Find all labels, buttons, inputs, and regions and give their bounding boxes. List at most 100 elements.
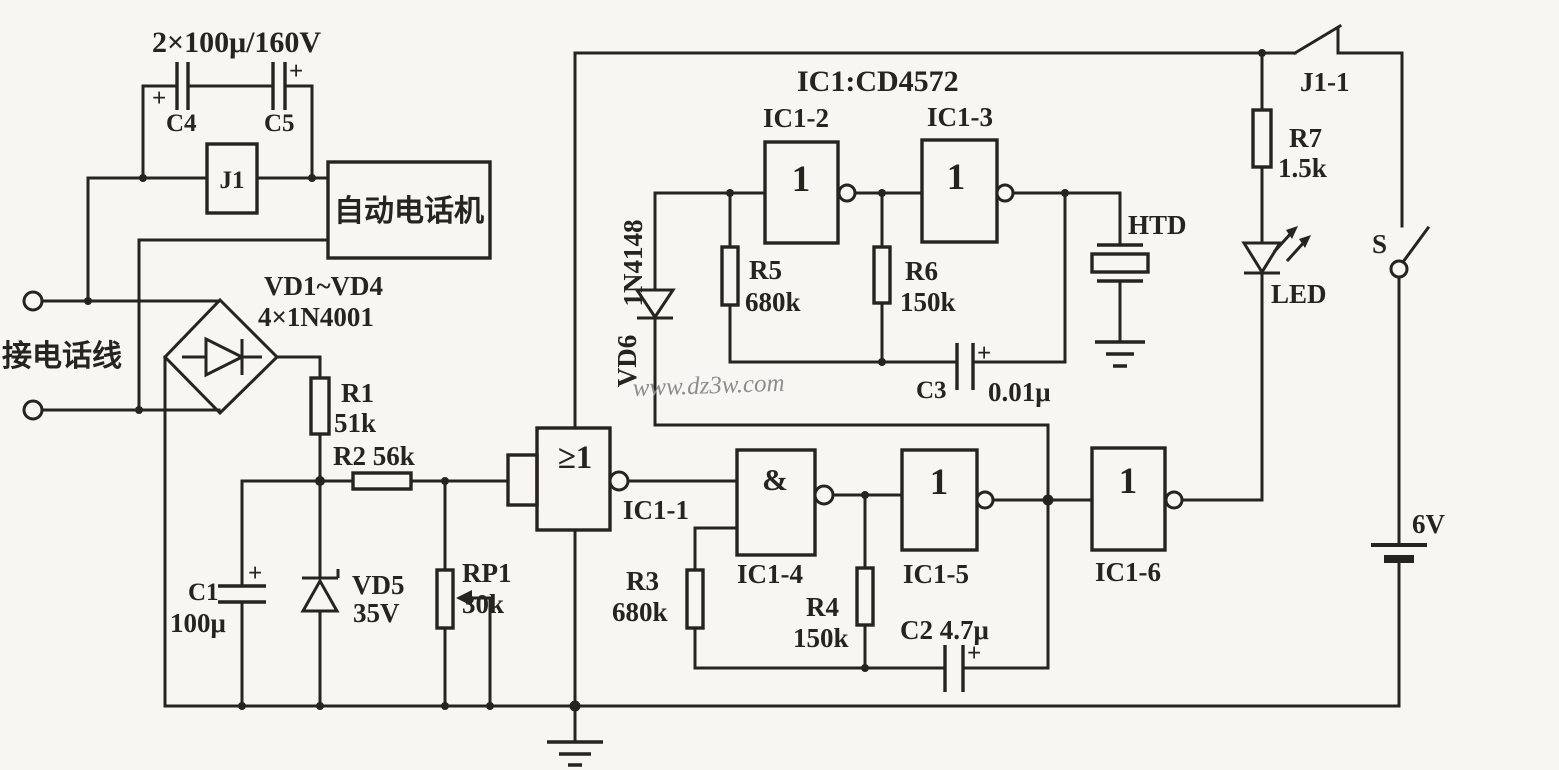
- label-r7-value: 1.5k: [1278, 153, 1327, 183]
- resistor-r3: [685, 568, 705, 630]
- label-r3-value: 680k: [612, 597, 668, 627]
- wire-cap-bank: [86, 84, 330, 412]
- label-vd6-type: 1N4148: [618, 220, 648, 307]
- telephone-box: [326, 160, 492, 260]
- c4-plates: [175, 62, 190, 110]
- zener-vd5: [300, 569, 340, 613]
- label-r5: R5: [749, 255, 782, 285]
- bridge-diode-triangle: [204, 336, 246, 378]
- wires-telephone-input: [40, 84, 330, 412]
- c1-plus-sign: +: [248, 560, 262, 587]
- resistor-r4: [855, 566, 875, 627]
- bridge-diode-lines: [182, 339, 262, 375]
- label-c2: C2 4.7μ: [900, 615, 989, 645]
- ic1-6-output-bubble: [1164, 490, 1184, 510]
- label-r1: R1: [341, 378, 374, 408]
- c5-plates: [271, 62, 287, 110]
- label-bridge-type: 4×1N4001: [258, 302, 374, 332]
- led-arrowhead-2: [1299, 235, 1311, 248]
- label-r6: R6: [905, 256, 938, 286]
- ic1-1-output-bubble: [608, 470, 630, 492]
- c4-plus-sign: +: [152, 85, 166, 112]
- c5-plus-sign: +: [289, 58, 303, 85]
- label-telephone-box: 自动电话机: [334, 195, 484, 228]
- resistor-r2: [351, 471, 413, 491]
- resistor-r7: [1251, 108, 1273, 169]
- vd5-triangle: [300, 577, 340, 613]
- wire-line-terminals: [40, 299, 222, 412]
- label-r6-value: 150k: [900, 287, 956, 317]
- label-battery: 6V: [1412, 509, 1446, 539]
- wires-supply-loop: [163, 51, 1404, 708]
- bridge-diamond: [162, 297, 280, 416]
- label-r5-value: 680k: [745, 287, 801, 317]
- label-r7: R7: [1289, 123, 1322, 153]
- relay-contact-j1-1: [1292, 23, 1343, 56]
- label-c5: C5: [264, 110, 295, 137]
- label-ic1-title: IC1:CD4572: [797, 65, 959, 98]
- capacitor-c4: [175, 62, 190, 110]
- j1-1-lever: [1292, 23, 1343, 56]
- gate-ic1-1: [506, 426, 630, 532]
- label-vd6: VD6: [612, 335, 642, 388]
- ic1-4-output-bubble: [813, 484, 835, 506]
- ic1-2-output-bubble: [837, 183, 857, 203]
- watermark-text: www.dz3w.com: [632, 370, 785, 402]
- ic1-6-gate-symbol: 1: [1119, 461, 1138, 502]
- htd-buzzer: [1090, 243, 1150, 368]
- relay-coil-box: [205, 142, 259, 215]
- c3-plus-sign: +: [977, 340, 991, 367]
- potentiometer-rp1: [435, 568, 455, 630]
- label-r4: R4: [806, 592, 839, 622]
- label-ic1-3: IC1-3: [927, 102, 993, 132]
- label-vd5-value: 35V: [353, 598, 400, 628]
- label-j1: J1: [220, 167, 245, 194]
- ic1-3-output-bubble: [995, 183, 1015, 203]
- label-htd: HTD: [1128, 210, 1187, 240]
- s-terminal: [1389, 259, 1409, 279]
- ic1-2-gate-symbol: 1: [792, 159, 811, 200]
- capacitor-c1-plates: [218, 584, 266, 604]
- label-c3-value: 0.01μ: [988, 377, 1051, 407]
- label-vd5: VD5: [352, 570, 405, 600]
- label-r4-value: 150k: [793, 623, 849, 653]
- label-c1: C1: [188, 579, 219, 606]
- c2-plus-sign: +: [967, 640, 981, 667]
- switch-s: [1389, 225, 1431, 279]
- label-cap-bank: 2×100μ/160V: [152, 26, 321, 59]
- junction-dots: [84, 49, 1266, 712]
- ic1-3-gate-symbol: 1: [947, 157, 966, 198]
- resistor-r1: [309, 376, 331, 436]
- ic1-1-input-block: [506, 453, 539, 507]
- battery-6v: [1371, 543, 1427, 563]
- wires-power: [240, 355, 510, 708]
- bridge-rectifier: [162, 297, 280, 416]
- label-r2: R2 56k: [333, 441, 415, 471]
- label-j1-1: J1-1: [1300, 67, 1350, 97]
- wire-power-net: [240, 355, 510, 708]
- label-c4: C4: [166, 110, 197, 137]
- resistor-r5: [720, 245, 740, 307]
- label-c1-value: 100μ: [170, 608, 226, 638]
- vd6-triangle: [634, 288, 676, 320]
- label-r1-value: 51k: [334, 408, 376, 438]
- htd-ground-icon: [1095, 340, 1145, 368]
- resistor-r6: [872, 245, 892, 305]
- led: [1241, 226, 1311, 275]
- gate-ic1-4-body: [735, 448, 817, 557]
- label-s: S: [1372, 229, 1387, 259]
- label-bridge-name: VD1~VD4: [264, 271, 383, 301]
- capacitor-c3-plates: [955, 343, 975, 390]
- htd-body: [1090, 252, 1150, 274]
- htd-plates: [1097, 243, 1143, 283]
- label-ic1-5: IC1-5: [903, 559, 969, 589]
- label-phone-line: 接电话线: [2, 340, 122, 373]
- line-terminal-top: [22, 290, 44, 312]
- main-ground-icon: [547, 740, 603, 767]
- ic1-5-gate-symbol: 1: [930, 462, 949, 503]
- ic1-1-gate-symbol: ≥1: [558, 440, 593, 476]
- label-ic1-1: IC1-1: [623, 495, 689, 525]
- wire-supply-rail: [163, 51, 1404, 708]
